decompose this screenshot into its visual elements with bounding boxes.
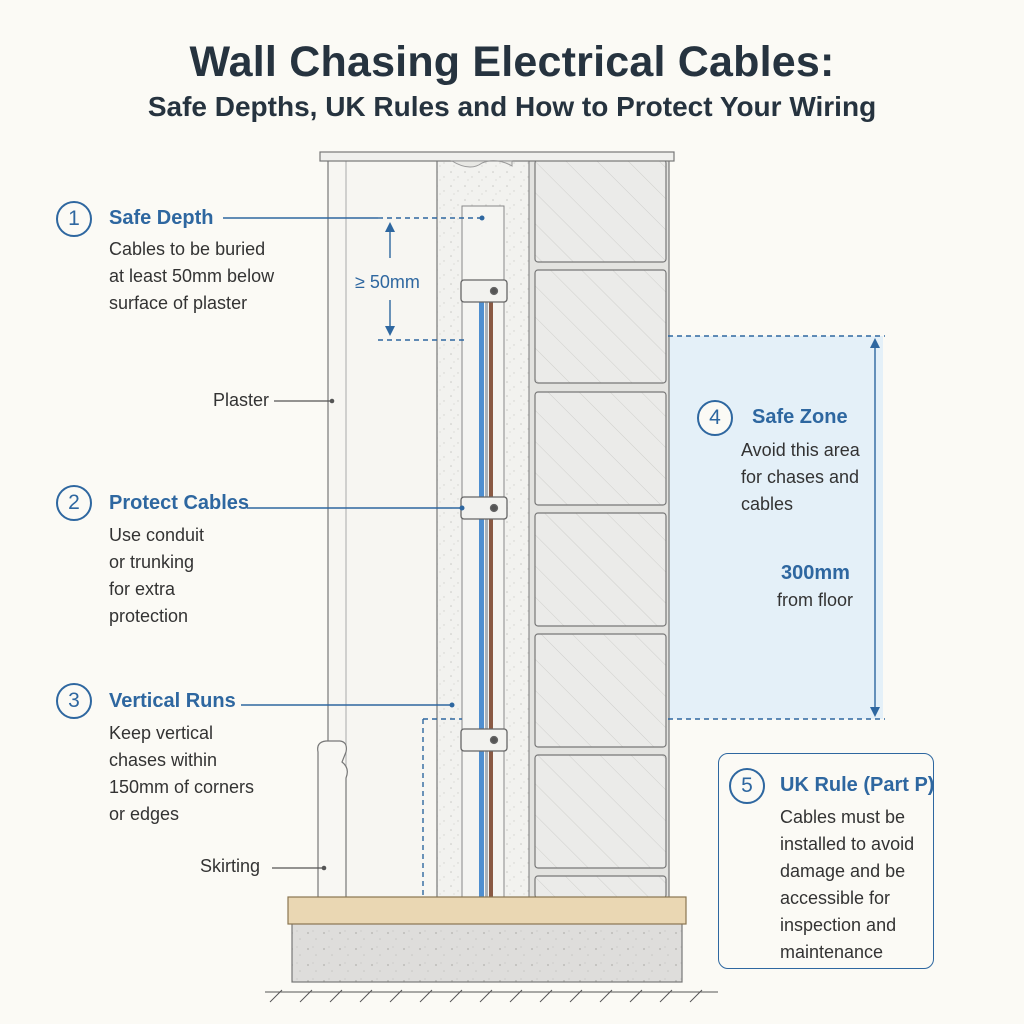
- floor-board: [287, 896, 687, 925]
- cable-clip-middle: [460, 496, 508, 520]
- safe-zone-area: [668, 336, 883, 719]
- leader-lines: [223, 217, 465, 708]
- label-leaders: [272, 398, 335, 871]
- cable-brown: [489, 296, 493, 898]
- depth-dimension: [378, 215, 486, 341]
- annotation-1-number: 1: [56, 201, 92, 237]
- safe-zone-dimension-sub: from floor: [777, 590, 854, 610]
- vertical-run-guide: [422, 718, 462, 897]
- annotation-5-number: 5: [729, 768, 765, 804]
- cable-bundle: [479, 296, 493, 898]
- annotation-3-number: 3: [56, 683, 92, 719]
- annotation-3-title: Vertical Runs: [109, 690, 236, 712]
- annotation-3-body: Keep vertical chases within 150mm of cor…: [109, 723, 255, 824]
- cable-clips: [460, 279, 508, 752]
- cable-clip-top: [460, 279, 508, 303]
- depth-dimension-label: ≥ 50mm: [355, 272, 420, 292]
- wall-top-cap: [319, 151, 675, 162]
- ground-hatch: [265, 989, 718, 1003]
- annotation-5-title: UK Rule (Part P): [780, 774, 935, 796]
- annotation-4-body: Avoid this area for chases and cables: [741, 440, 860, 514]
- skirting-board: [317, 740, 348, 899]
- page-subtitle: Safe Depths, UK Rules and How to Protect…: [147, 91, 877, 122]
- cable-grey: [485, 296, 488, 898]
- annotation-5-body: Cables must be installed to avoid damage…: [780, 807, 915, 962]
- annotation-2-title: Protect Cables: [109, 492, 250, 514]
- annotation-1-title: Safe Depth: [109, 207, 214, 229]
- page-title: Wall Chasing Electrical Cables:: [189, 38, 835, 86]
- cable-blue: [479, 296, 484, 898]
- annotation-4-number: 4: [697, 400, 733, 436]
- safe-zone-dimension: [668, 335, 885, 720]
- cable-clip-bottom: [460, 728, 508, 752]
- concrete-slab: [291, 921, 683, 983]
- masonry-blocks: [534, 159, 667, 899]
- plaster-label: Plaster: [213, 390, 270, 410]
- safe-zone-dimension-value: 300mm: [781, 562, 850, 584]
- annotation-4-title: Safe Zone: [752, 406, 848, 428]
- annotation-2-body: Use conduit or trunking for extra protec…: [109, 525, 205, 626]
- annotation-1-body: Cables to be buried at least 50mm below …: [109, 239, 275, 313]
- skirting-label: Skirting: [200, 856, 261, 876]
- annotation-2-number: 2: [56, 485, 92, 521]
